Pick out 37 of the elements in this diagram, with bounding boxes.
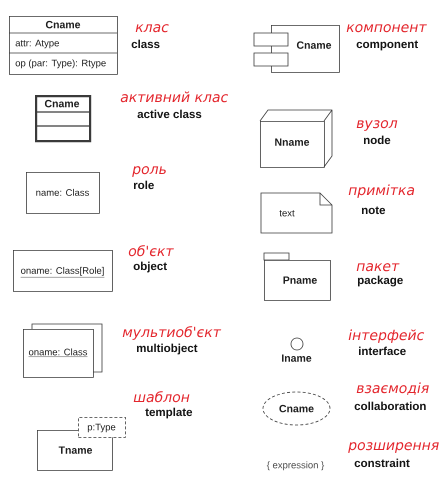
english-term: role xyxy=(134,180,154,190)
english-term: collaboration xyxy=(354,402,426,410)
component-box: Cname xyxy=(254,25,340,73)
ukrainian-term: шаблон xyxy=(134,391,190,402)
ukrainian-term: роль xyxy=(132,166,166,177)
ukrainian-term: клас xyxy=(136,24,169,32)
ukrainian-term: пакет xyxy=(356,263,400,272)
multiobject-box: oname: Class xyxy=(23,324,102,378)
ukrainian-term: активний клас xyxy=(120,91,228,102)
english-term: multiobject xyxy=(136,344,198,354)
constraint-expression: { expression } xyxy=(266,461,324,470)
ukrainian-term: примітка xyxy=(348,184,414,198)
english-term: constraint xyxy=(354,458,410,468)
english-term: component xyxy=(356,40,418,50)
english-term: package xyxy=(358,276,403,286)
active-class-box: Cname xyxy=(35,95,92,142)
english-term: class xyxy=(132,40,160,48)
ukrainian-term: розширення xyxy=(348,442,439,453)
node-cube: Nname xyxy=(260,110,332,168)
ukrainian-term: взаємодія xyxy=(356,382,429,395)
class-box: Cname attr: Atype op (par: Type): Rtype xyxy=(8,16,118,75)
package-folder: Pname xyxy=(264,252,331,301)
ukrainian-term: мультиоб'єкт xyxy=(122,326,222,340)
object-box: oname: Class[Role] xyxy=(13,250,113,292)
interface-label: Iname xyxy=(282,354,312,362)
ukrainian-term: інтерфейс xyxy=(348,329,424,343)
english-term: note xyxy=(362,206,386,214)
ukrainian-term: об'єкт xyxy=(128,245,174,256)
english-term: active class xyxy=(138,110,202,118)
role-box: name: Class xyxy=(26,172,100,214)
ukrainian-term: вузол xyxy=(356,120,398,131)
english-term: node xyxy=(364,136,390,144)
ukrainian-term: компонент xyxy=(346,24,427,32)
english-term: object xyxy=(134,262,167,272)
english-term: template xyxy=(145,408,192,418)
english-term: interface xyxy=(359,346,406,356)
template-parameter-box: p:Type xyxy=(78,417,126,438)
